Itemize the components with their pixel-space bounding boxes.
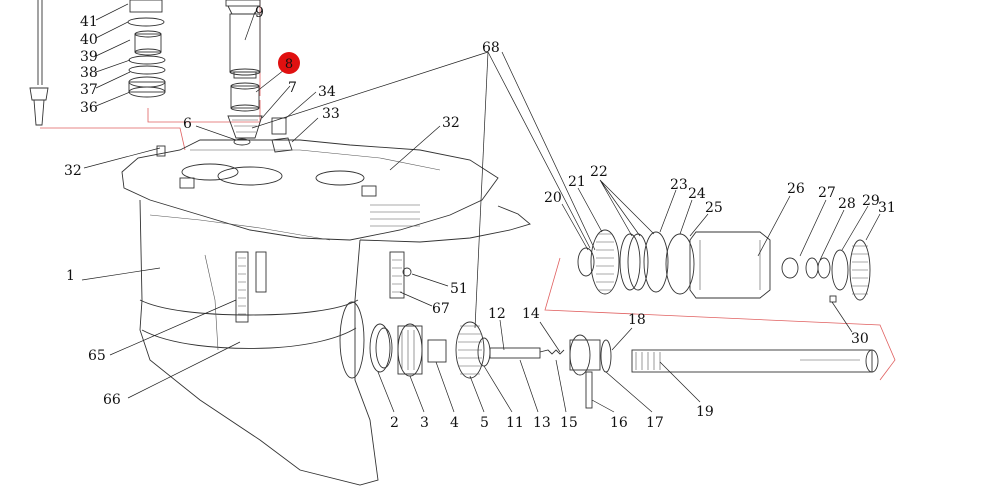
callout-label: 67 bbox=[432, 301, 450, 317]
callout-label: 19 bbox=[696, 404, 714, 420]
callout-labels: 41 40 39 38 37 36 9 7 34 33 6 32 32 68 1… bbox=[64, 5, 896, 431]
callout-label: 66 bbox=[103, 392, 121, 408]
highlight-circle bbox=[278, 52, 300, 74]
callout-label: 51 bbox=[450, 281, 468, 297]
callout-label: 33 bbox=[322, 106, 340, 122]
drive-shaft-assembly bbox=[225, 0, 293, 153]
callout-label: 2 bbox=[390, 415, 399, 431]
callout-label: 13 bbox=[533, 415, 551, 431]
callout-label: 17 bbox=[646, 415, 664, 431]
callout-label: 32 bbox=[64, 163, 82, 179]
trim-tab bbox=[389, 251, 412, 299]
leader-lines bbox=[81, 3, 881, 413]
callout-label: 1 bbox=[66, 268, 75, 284]
callout-label: 40 bbox=[80, 32, 98, 48]
callout-label: 41 bbox=[80, 14, 98, 30]
callout-label: 9 bbox=[255, 5, 264, 21]
callout-label: 12 bbox=[488, 306, 506, 322]
callout-label: 26 bbox=[787, 181, 805, 197]
callout-label: 39 bbox=[80, 49, 98, 65]
bearing-stack bbox=[127, 0, 166, 98]
callout-label: 28 bbox=[838, 196, 856, 212]
callout-label: 5 bbox=[480, 415, 489, 431]
callout-label: 68 bbox=[482, 40, 500, 56]
callout-label: 6 bbox=[183, 116, 192, 132]
callout-label: 27 bbox=[818, 185, 836, 201]
assembly-reference-lines bbox=[40, 0, 896, 381]
callout-label: 4 bbox=[450, 415, 459, 431]
callout-label: 3 bbox=[420, 415, 429, 431]
callout-label: 14 bbox=[522, 306, 540, 322]
callout-label: 32 bbox=[442, 115, 460, 131]
callout-label: 22 bbox=[590, 164, 608, 180]
callout-label: 20 bbox=[544, 190, 562, 206]
callout-label: 38 bbox=[80, 65, 98, 81]
callout-label: 24 bbox=[688, 186, 706, 202]
shift-cable bbox=[29, 0, 49, 126]
callout-label: 23 bbox=[670, 177, 688, 193]
bearing-housing-assembly bbox=[577, 229, 871, 303]
callout-label: 34 bbox=[318, 84, 336, 100]
callout-label: 11 bbox=[506, 415, 524, 431]
callout-label: 18 bbox=[628, 312, 646, 328]
callout-label: 25 bbox=[705, 200, 723, 216]
callout-label: 36 bbox=[80, 100, 98, 116]
highlight-label: 8 bbox=[285, 57, 293, 72]
callout-label: 29 bbox=[862, 193, 880, 209]
callout-label: 21 bbox=[568, 174, 586, 190]
callout-label: 37 bbox=[80, 82, 98, 98]
callout-label: 31 bbox=[878, 200, 896, 216]
callout-label: 16 bbox=[610, 415, 628, 431]
callout-label: 65 bbox=[88, 348, 106, 364]
callout-label: 7 bbox=[288, 80, 297, 96]
propeller-shaft-assembly bbox=[369, 321, 879, 409]
callout-label: 30 bbox=[851, 331, 869, 347]
callout-label: 15 bbox=[560, 415, 578, 431]
highlighted-callout-8[interactable]: 8 bbox=[278, 52, 300, 74]
gear-case-housing bbox=[121, 139, 531, 486]
